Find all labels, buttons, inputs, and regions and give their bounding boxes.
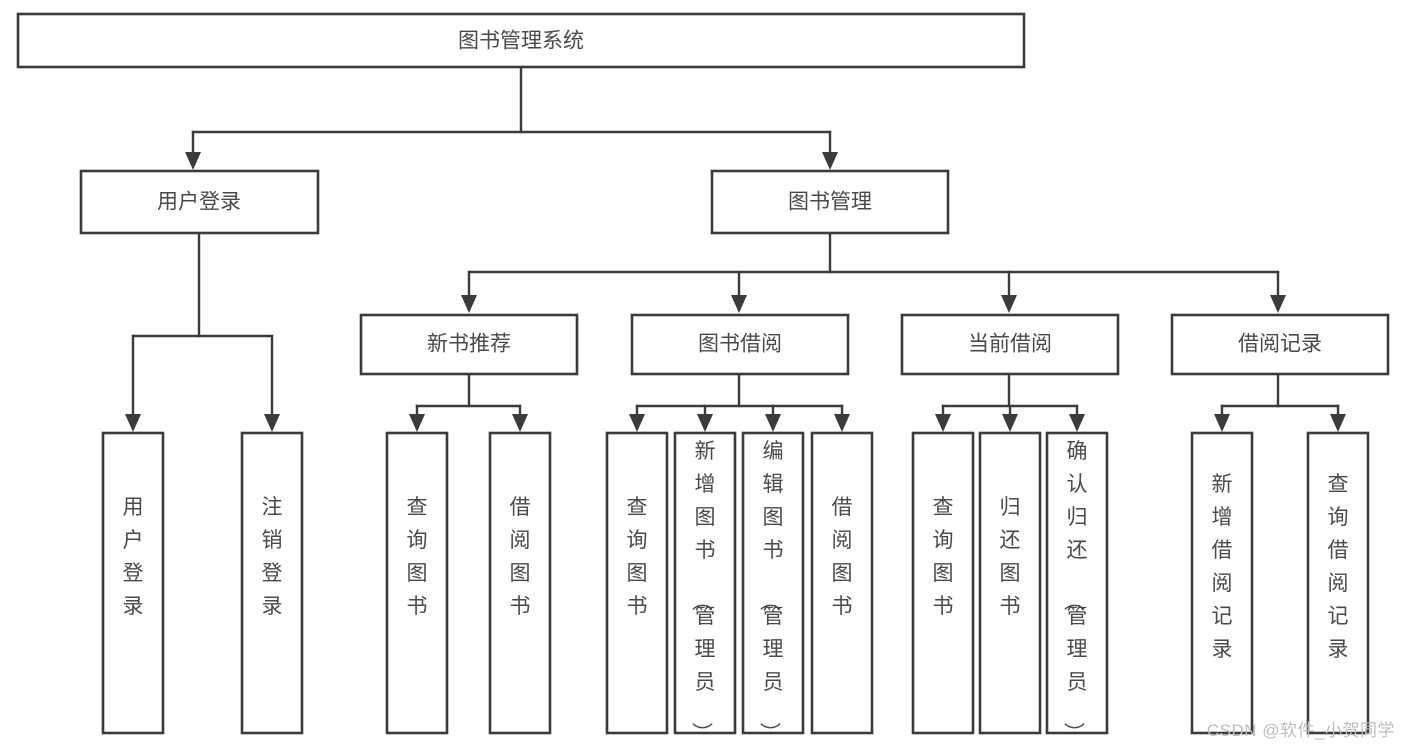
node-leaf-user-logout-label: 注销登录 <box>262 496 283 618</box>
node-leaf-query-book-3-label: 查询图书 <box>933 496 954 618</box>
node-current-borrow[interactable]: 当前借阅 <box>900 313 1120 376</box>
node-new-book-recommend[interactable]: 新书推荐 <box>359 313 579 376</box>
node-borrow-record[interactable]: 借阅记录 <box>1170 313 1390 376</box>
node-root-label: 图书管理系统 <box>458 30 584 53</box>
node-leaf-user-logout[interactable]: 注销登录 <box>240 431 304 735</box>
arrowhead-new-book-recommend <box>461 295 477 313</box>
node-leaf-query-book-1[interactable]: 查询图书 <box>385 431 449 735</box>
node-leaf-confirm-return-box[interactable] <box>1045 431 1109 735</box>
node-leaf-borrow-book-1-box[interactable] <box>488 431 552 735</box>
node-leaf-query-book-2-box[interactable] <box>605 431 669 735</box>
node-current-borrow-label: 当前借阅 <box>968 333 1052 356</box>
node-root[interactable]: 图书管理系统 <box>16 12 1026 69</box>
arrowhead-confirm-return <box>1069 414 1085 432</box>
arrowhead-borrow-book-1 <box>512 414 528 432</box>
arrowhead-query-book-3 <box>935 414 951 432</box>
arrowhead-book-borrow <box>731 295 747 313</box>
node-leaf-query-book-3[interactable]: 查询图书 <box>911 431 975 735</box>
node-book-borrow-label: 图书借阅 <box>698 333 782 356</box>
arrowhead-borrow-record <box>1270 295 1286 313</box>
node-current-borrow-box[interactable] <box>900 313 1120 376</box>
node-leaf-query-book-1-box[interactable] <box>385 431 449 735</box>
node-book-manage[interactable]: 图书管理 <box>710 169 950 235</box>
node-book-manage-label: 图书管理 <box>788 191 872 214</box>
arrowhead-query-record <box>1330 414 1346 432</box>
node-leaf-user-login-box[interactable] <box>101 431 165 735</box>
node-leaf-query-book-2-label: 查询图书 <box>627 496 648 618</box>
node-leaf-return-book-label: 归还图书 <box>1000 496 1021 618</box>
arrowhead-add-book <box>697 414 713 432</box>
node-leaf-add-record-box[interactable] <box>1190 431 1254 735</box>
node-leaf-add-book-label: 新增图书（管理员） <box>690 440 716 743</box>
arrowhead-edit-book <box>765 414 781 432</box>
node-leaf-query-record-label: 查询借阅记录 <box>1328 473 1349 661</box>
node-leaf-user-login-label: 用户登录 <box>123 496 144 618</box>
node-user-login-label: 用户登录 <box>157 191 241 214</box>
arrowhead-query-book-1 <box>409 414 425 432</box>
node-leaf-edit-book[interactable]: 编辑图书（管理员） <box>741 431 805 743</box>
node-leaf-edit-book-box[interactable] <box>741 431 805 735</box>
arrowhead-current-borrow <box>1001 295 1017 313</box>
arrowhead-borrow-book-2 <box>834 414 850 432</box>
node-new-book-recommend-box[interactable] <box>359 313 579 376</box>
arrowhead-leaf-user-logout <box>264 414 280 432</box>
connectors <box>125 65 1346 432</box>
node-leaf-query-record-box[interactable] <box>1306 431 1370 735</box>
node-leaf-add-book[interactable]: 新增图书（管理员） <box>673 431 737 743</box>
node-leaf-borrow-book-2-label: 借阅图书 <box>832 496 853 618</box>
node-borrow-record-label: 借阅记录 <box>1238 333 1322 356</box>
arrowhead-return-book <box>1002 414 1018 432</box>
node-leaf-borrow-book-1[interactable]: 借阅图书 <box>488 431 552 735</box>
arrowhead-query-book-2 <box>629 414 645 432</box>
node-leaf-confirm-return-label: 确认归还（管理员） <box>1062 440 1088 743</box>
csdn-watermark: CSDN @软件_小贺同学 <box>1206 721 1395 740</box>
node-leaf-return-book-box[interactable] <box>978 431 1042 735</box>
node-leaf-query-book-1-label: 查询图书 <box>407 496 428 618</box>
arrowhead-leaf-user-login <box>125 414 141 432</box>
node-leaf-borrow-book-1-label: 借阅图书 <box>510 496 531 618</box>
node-leaf-query-book-2[interactable]: 查询图书 <box>605 431 669 735</box>
arrowhead-user-login <box>185 152 201 170</box>
node-leaf-edit-book-label: 编辑图书（管理员） <box>758 440 784 743</box>
arrowhead-add-record <box>1214 414 1230 432</box>
arrowhead-book-manage <box>822 152 838 170</box>
node-root-box[interactable] <box>16 12 1026 69</box>
node-leaf-add-book-box[interactable] <box>673 431 737 735</box>
node-leaf-borrow-book-2[interactable]: 借阅图书 <box>810 431 874 735</box>
node-leaf-query-record[interactable]: 查询借阅记录 <box>1306 431 1370 735</box>
node-book-borrow[interactable]: 图书借阅 <box>630 313 850 376</box>
node-leaf-user-logout-box[interactable] <box>240 431 304 735</box>
node-leaf-add-record-label: 新增借阅记录 <box>1212 473 1233 661</box>
node-borrow-record-box[interactable] <box>1170 313 1390 376</box>
node-leaf-confirm-return[interactable]: 确认归还（管理员） <box>1045 431 1109 743</box>
node-leaf-user-login[interactable]: 用户登录 <box>101 431 165 735</box>
node-user-login[interactable]: 用户登录 <box>79 169 320 235</box>
node-leaf-borrow-book-2-box[interactable] <box>810 431 874 735</box>
node-book-manage-box[interactable] <box>710 169 950 235</box>
node-leaf-query-book-3-box[interactable] <box>911 431 975 735</box>
node-new-book-recommend-label: 新书推荐 <box>427 333 511 356</box>
node-book-borrow-box[interactable] <box>630 313 850 376</box>
node-leaf-add-record[interactable]: 新增借阅记录 <box>1190 431 1254 735</box>
node-user-login-box[interactable] <box>79 169 320 235</box>
node-leaf-return-book[interactable]: 归还图书 <box>978 431 1042 735</box>
